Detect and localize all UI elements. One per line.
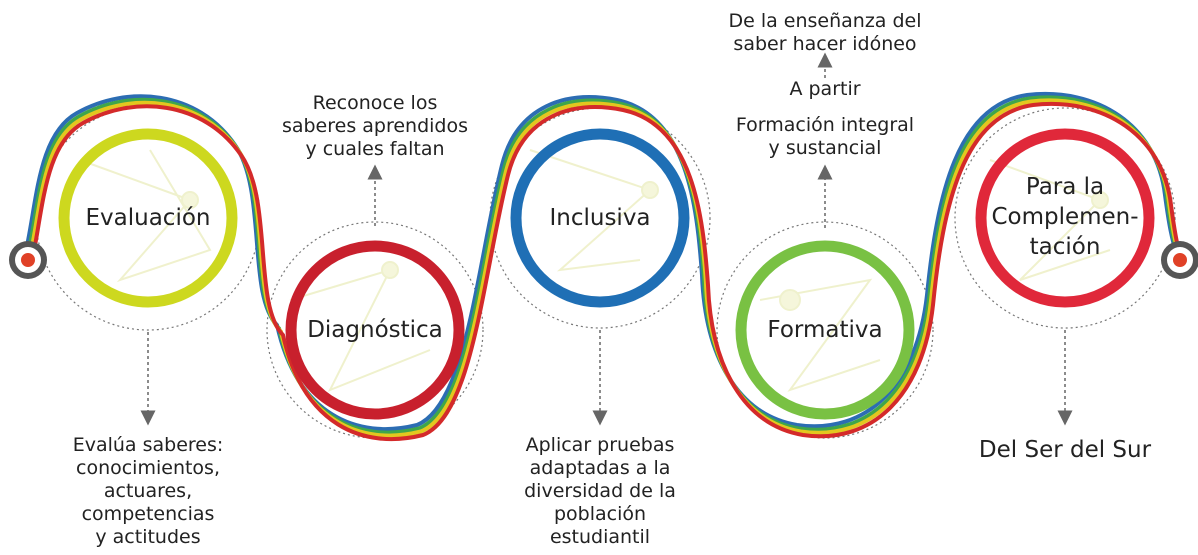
endpoint-dot bbox=[21, 253, 35, 267]
stage-label-diagnostica: Diagnóstica bbox=[307, 317, 443, 343]
annotation-formativa-2: A partir bbox=[789, 78, 861, 100]
connector-arrows bbox=[140, 52, 1073, 426]
stage-ring-inclusiva bbox=[510, 128, 690, 308]
right-endpoint bbox=[1161, 241, 1198, 279]
annotation-formativa-3: De la enseñanza del saber hacer idóneo bbox=[728, 10, 922, 55]
guide-circle-diagnostica bbox=[266, 221, 484, 439]
annotation-evaluacion: Evalúa saberes: conocimientos, actuares,… bbox=[72, 434, 224, 548]
stage-label-inclusiva: Inclusiva bbox=[549, 205, 651, 231]
stage-label-evaluacion: Evaluación bbox=[85, 205, 211, 231]
stage-rings bbox=[58, 128, 1155, 420]
endpoint-dot bbox=[1173, 253, 1187, 267]
stage-ring-formativa bbox=[735, 240, 915, 420]
guide-circle-complementacion bbox=[954, 107, 1176, 329]
stage-ring-complementacion bbox=[975, 128, 1155, 308]
guide-circle-formativa bbox=[716, 221, 934, 439]
stage-label-formativa: Formativa bbox=[767, 317, 883, 343]
multicolor-cable bbox=[23, 92, 1185, 441]
annotation-diagnostica: Reconoce los saberes aprendidos y cuales… bbox=[281, 92, 469, 160]
stage-label-complementacion: Para la Complemen- tación bbox=[991, 174, 1139, 260]
annotation-formativa-1: Formación integral y sustancial bbox=[735, 114, 915, 159]
stage-ring-evaluacion bbox=[58, 128, 238, 308]
cable-strand bbox=[29, 102, 1185, 441]
stage-ring-diagnostica bbox=[285, 240, 465, 420]
annotation-inclusiva: Aplicar pruebas adaptadas a la diversida… bbox=[524, 434, 676, 548]
annotation-complementacion: Del Ser del Sur bbox=[978, 437, 1152, 463]
background-network-decoration bbox=[79, 149, 1111, 392]
left-endpoint bbox=[9, 241, 47, 279]
